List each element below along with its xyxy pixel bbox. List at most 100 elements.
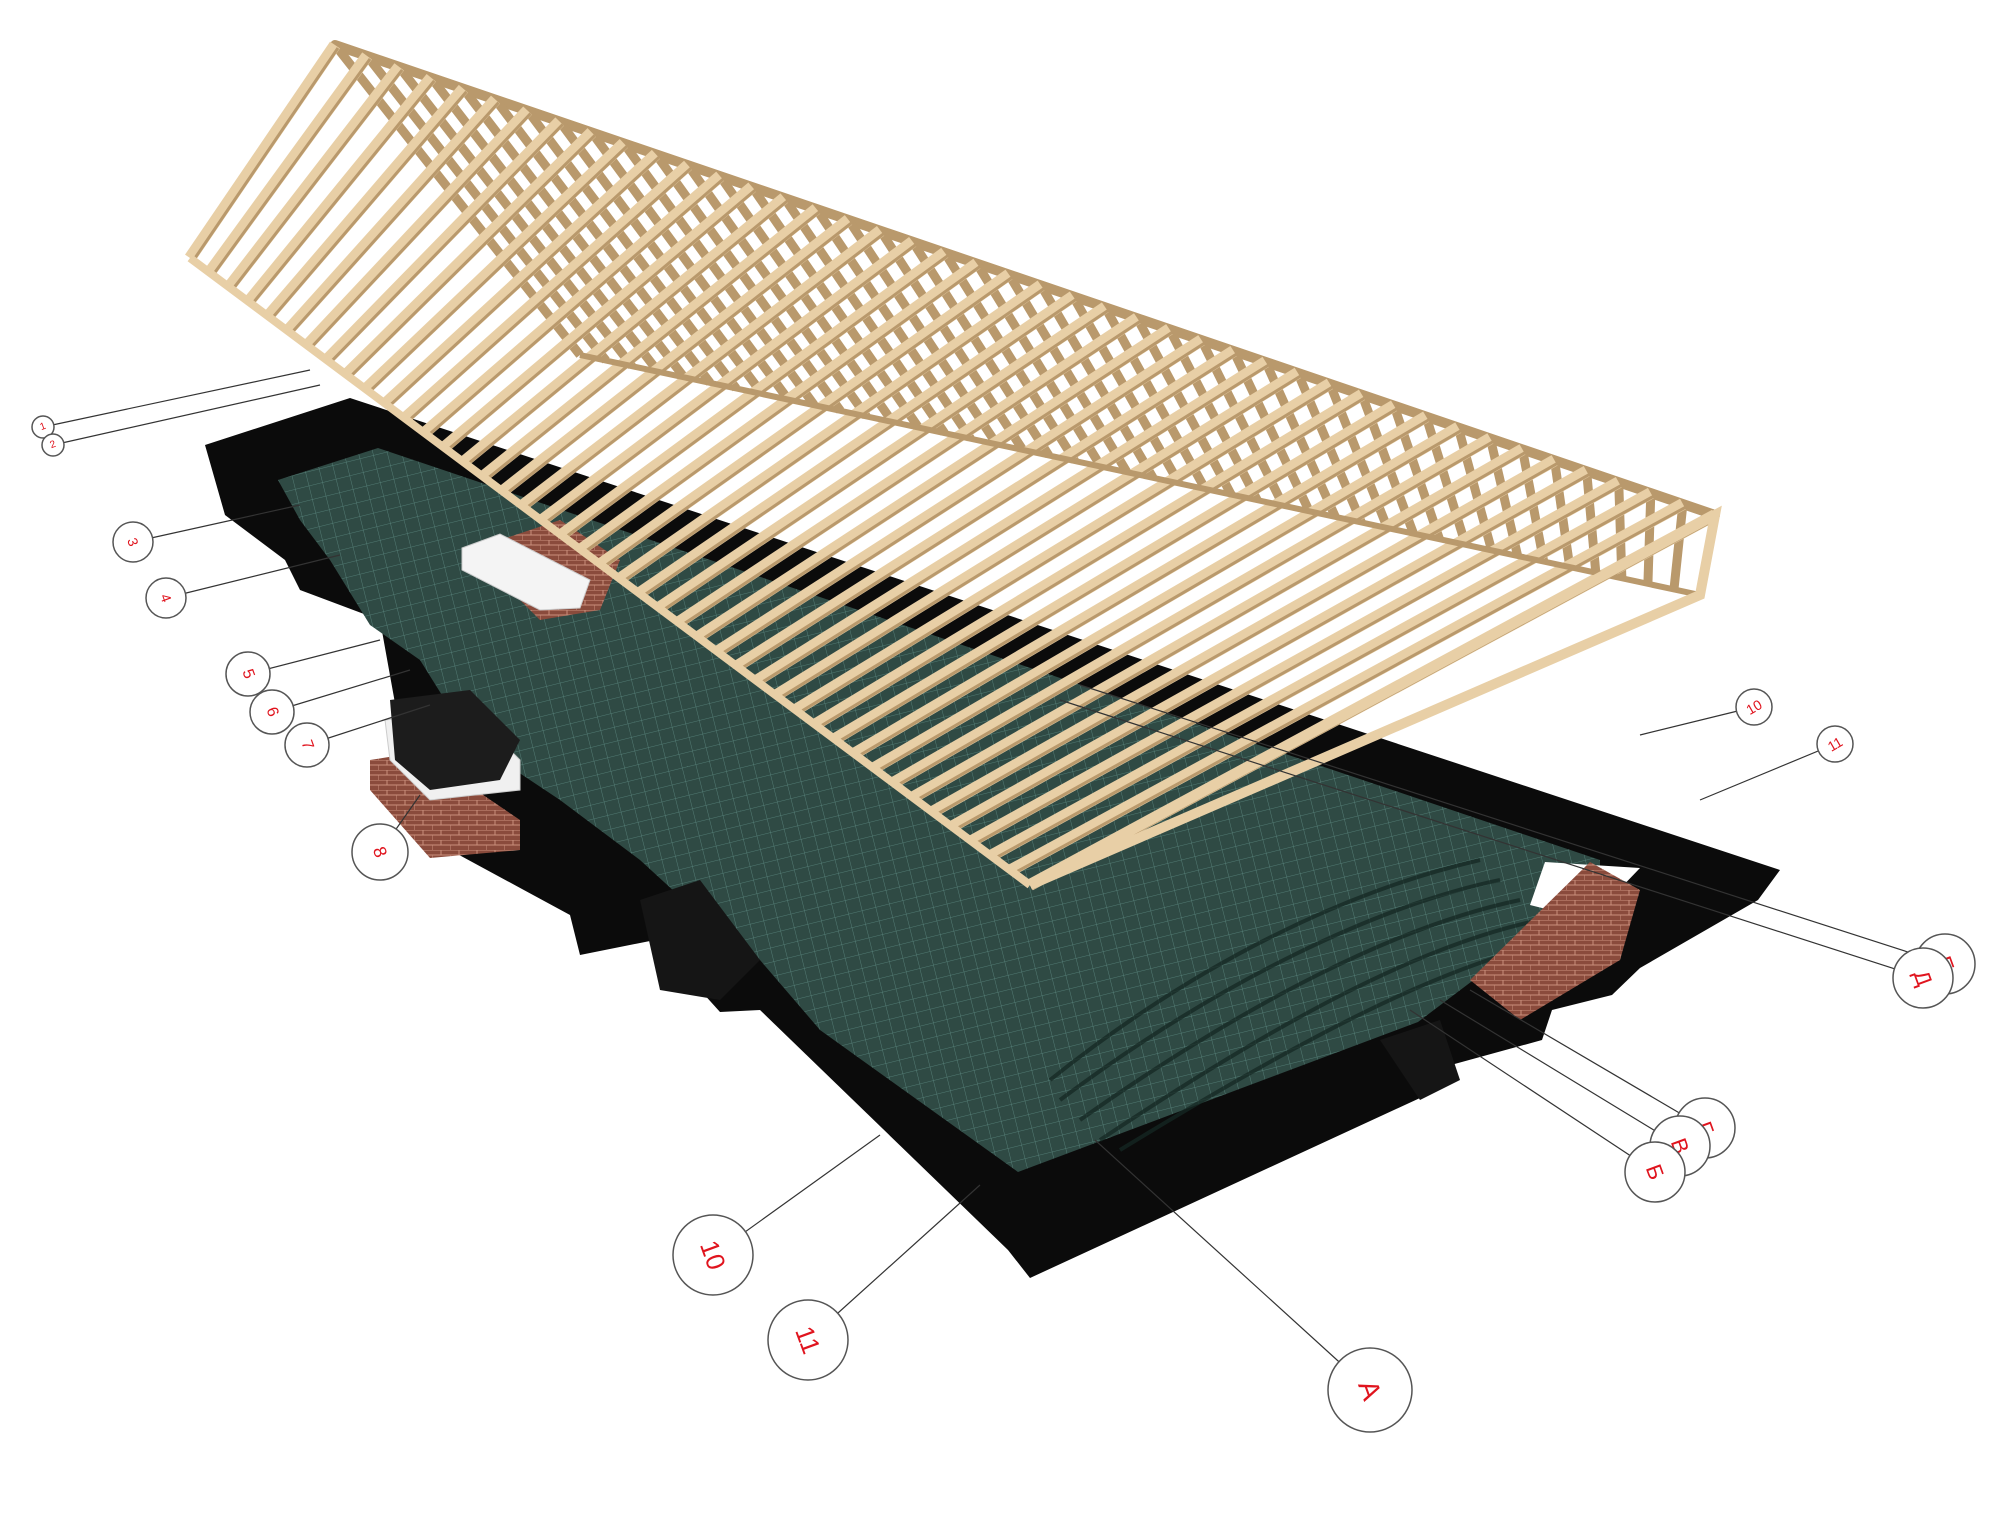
marker-leader-line: [1409, 1009, 1656, 1173]
rafter-front-edge: [387, 156, 660, 408]
rafter-front: [948, 466, 1590, 832]
rafter-front: [772, 367, 1301, 701]
rafter-front-edge: [445, 188, 757, 452]
rafter-back: [940, 250, 1079, 464]
marker-bubble: [1327, 1347, 1413, 1433]
marker-bubble: [1892, 947, 1954, 1009]
rafter-front: [635, 291, 1077, 599]
rafter-front-edge: [328, 123, 564, 365]
rafter-front-edge: [582, 265, 981, 554]
roof-rafter-frame: [185, 40, 1722, 891]
rafter-front-edge: [660, 309, 1110, 613]
rafter-front-edge: [680, 320, 1142, 627]
rafter-front-edge: [954, 472, 1591, 831]
marker-bubble: [767, 1299, 849, 1381]
rafter-front-edge: [758, 363, 1270, 686]
rafter-front: [243, 73, 436, 306]
rafter-front-edge: [895, 440, 1495, 788]
rafter-front-edge: [797, 385, 1334, 715]
rafter-front-edge: [250, 79, 436, 306]
rafter-front-edge: [739, 352, 1238, 671]
rafter-front-edge: [700, 330, 1174, 642]
rafter-front: [616, 280, 1045, 584]
marker-bubble: [112, 521, 154, 563]
marker-number-label: 10: [1743, 696, 1765, 718]
insulation-block-1: [461, 533, 591, 611]
marker-number-label: 2: [49, 439, 58, 451]
rafter-front-edge: [875, 429, 1463, 773]
marker-leader-line: [52, 384, 321, 446]
marker-leader-line: [271, 669, 411, 713]
rafter-front-edge: [485, 210, 821, 481]
rafter-front-edge: [993, 494, 1655, 861]
rafter-front: [753, 356, 1269, 686]
marker-leader-line: [1699, 743, 1836, 801]
marker-number-label: 11: [1825, 733, 1846, 754]
grid-axis-markers: 1234567810111011ЕДГВБА: [31, 369, 1976, 1433]
rafter-front: [988, 487, 1654, 862]
rafter-front: [596, 269, 1013, 570]
rafter-front-edge: [719, 341, 1206, 656]
marker-bubble: [284, 722, 330, 768]
rafter-front: [714, 335, 1205, 657]
brick-corner-right: [1470, 862, 1640, 1020]
rafter-front-edge: [524, 232, 885, 511]
rafter-front: [909, 444, 1526, 803]
rafter-back: [652, 151, 845, 414]
marker-bubble: [672, 1214, 754, 1296]
brick-block-left: [370, 752, 520, 858]
rafter-front: [322, 117, 564, 365]
rafter-front-edge: [309, 112, 532, 350]
rafter-front: [812, 389, 1366, 730]
marker-leader-line: [1439, 999, 1681, 1147]
marker-leader-line: [1079, 684, 1946, 965]
rafter-front-edge: [836, 407, 1398, 744]
marker-leader-line: [1094, 1139, 1371, 1391]
rafter-front: [792, 378, 1334, 716]
rafter-front: [224, 63, 404, 291]
marker-bubble: [1735, 688, 1773, 726]
rafter-front-edge: [602, 276, 1013, 569]
rafter-front-edge: [915, 451, 1527, 802]
rafter-front-edge: [426, 178, 725, 438]
rafter-front-edge: [367, 145, 628, 394]
rafter-front: [381, 149, 660, 409]
rafter-front-edge: [465, 199, 789, 467]
rafter-front: [302, 106, 532, 350]
rafter-front: [185, 41, 340, 262]
marker-leader-line: [165, 554, 341, 599]
rafter-front: [577, 258, 981, 555]
marker-bubble: [1816, 725, 1854, 763]
rafter-front-edge: [641, 298, 1077, 598]
marker-bubble: [1624, 1141, 1686, 1203]
rafter-front: [929, 455, 1558, 818]
rafter-front: [440, 182, 757, 453]
rafter-front-edge: [778, 374, 1302, 700]
marker-leader-line: [1469, 989, 1706, 1129]
footing-block-left: [390, 690, 520, 790]
rafter-front-edge: [621, 287, 1045, 584]
rafter-front-edge: [856, 418, 1430, 759]
marker-leader-line: [132, 504, 301, 543]
rafter-back: [973, 261, 1105, 469]
marker-bubble: [351, 823, 409, 881]
rafter-front: [400, 160, 693, 423]
rafter-front-edge: [504, 221, 853, 496]
rafter-front-edge: [934, 462, 1559, 817]
footing-block-bottom: [640, 880, 760, 1000]
rafter-front: [498, 215, 853, 497]
rafter-front-edge: [406, 167, 693, 423]
marker-leader-line: [1059, 699, 1924, 979]
rafter-front: [968, 476, 1622, 847]
marker-number-label: 1: [39, 421, 48, 433]
rafter-front: [479, 204, 821, 482]
marker-leader-line: [1639, 706, 1755, 736]
rafter-back: [1669, 503, 1688, 590]
rafter-front-edge: [191, 47, 340, 262]
rafter-back: [1005, 272, 1131, 475]
end-truss: [1027, 505, 1722, 890]
eave-plate-right: [579, 352, 1701, 598]
rafter-front: [204, 52, 372, 277]
rafter-front-edge: [563, 254, 949, 540]
rafter-front: [538, 236, 917, 526]
